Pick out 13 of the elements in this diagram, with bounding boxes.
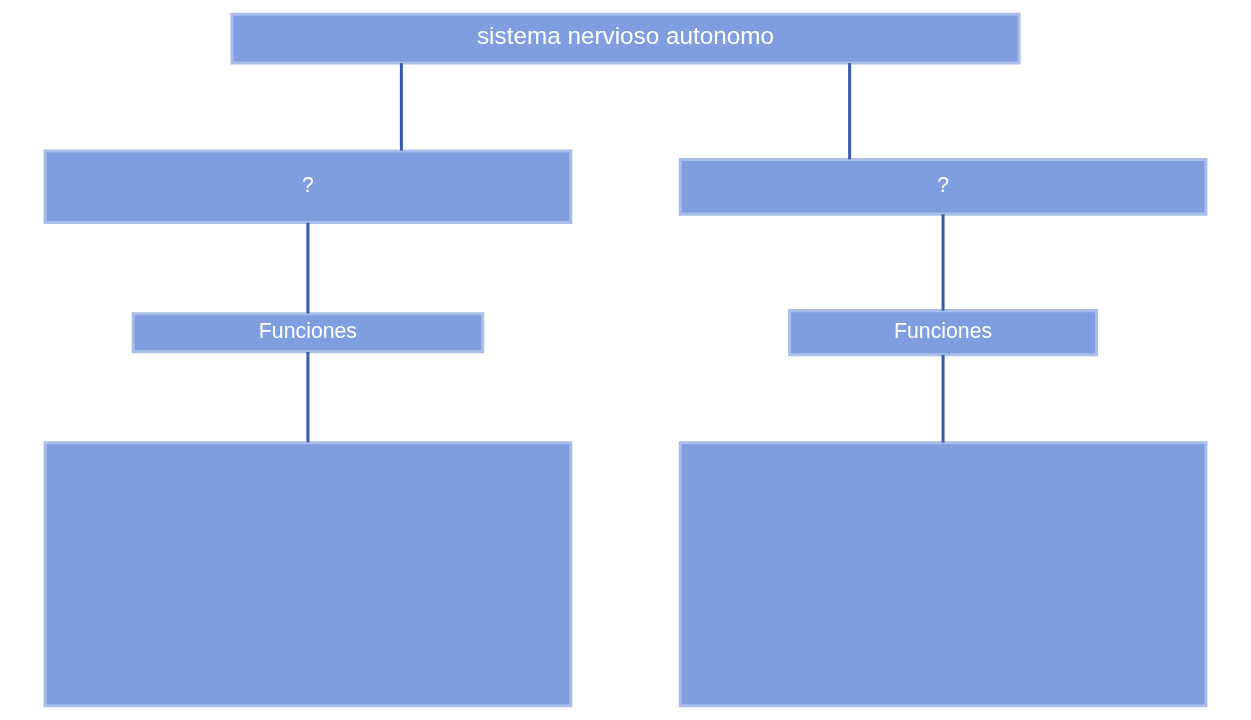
node-box	[678, 441, 1208, 708]
node-box	[43, 441, 573, 708]
node-box: sistema nervioso autonomo	[230, 12, 1021, 65]
connector	[941, 214, 945, 311]
connector	[399, 63, 403, 151]
node-box: Funciones	[788, 309, 1099, 357]
node-box: ?	[678, 157, 1208, 216]
connector	[306, 352, 310, 443]
connector	[306, 222, 310, 314]
connector	[848, 63, 852, 160]
connector	[941, 354, 945, 443]
node-box: ?	[43, 149, 573, 224]
node-box: Funciones	[131, 312, 485, 354]
